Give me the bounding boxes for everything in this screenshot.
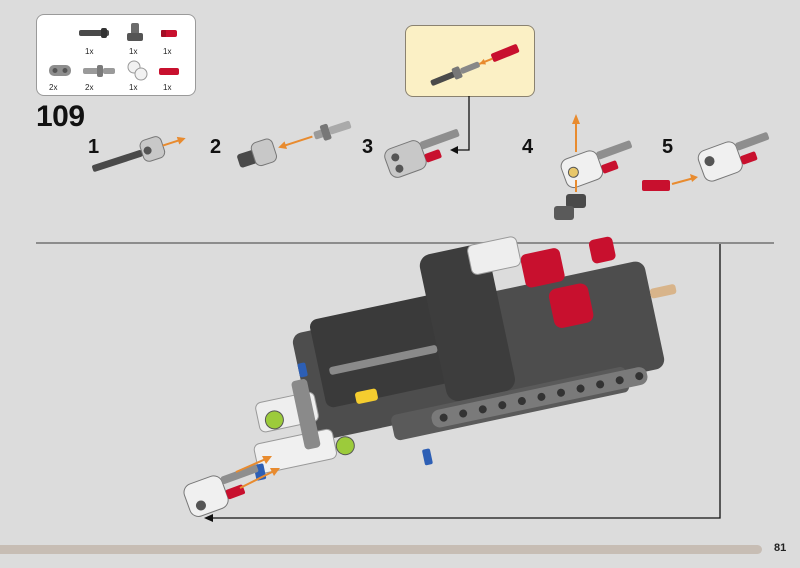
red-axle-pin-part — [159, 68, 179, 75]
parts-list-box: 1x 1x 1x 2x 2x 1x 1x — [36, 14, 196, 96]
substep-label-4: 4 — [522, 136, 534, 158]
gray-beam-part — [49, 65, 71, 76]
parts-qty: 1x — [163, 83, 172, 92]
substep-label-3: 3 — [362, 136, 374, 158]
gray-connector-part — [127, 23, 143, 41]
parts-qty: 1x — [85, 47, 94, 56]
substep-label-2: 2 — [210, 136, 222, 158]
parts-qty: 1x — [129, 83, 138, 92]
substep-label-1: 1 — [88, 136, 100, 158]
gray-pin-with-bush-part — [83, 65, 115, 77]
step-number: 109 — [36, 100, 85, 133]
parts-qty: 2x — [49, 83, 58, 92]
substep-4-illustration — [554, 114, 632, 220]
red-pin-part — [161, 30, 177, 37]
callout-illustration — [430, 44, 520, 86]
progress-bar — [0, 545, 762, 554]
parts-qty: 1x — [129, 47, 138, 56]
white-connector-part — [127, 60, 148, 81]
substep-5-illustration — [642, 132, 770, 191]
substep-label-5: 5 — [662, 136, 674, 158]
axle-with-stop-part — [79, 28, 109, 38]
substep-3-illustration — [384, 129, 460, 178]
sub-assembly-callout — [405, 25, 535, 97]
parts-qty: 2x — [85, 83, 94, 92]
substep-2-illustration — [237, 120, 352, 168]
parts-qty: 1x — [163, 47, 172, 56]
step-divider — [36, 242, 774, 244]
page-number: 81 — [774, 542, 787, 554]
substep-1-illustration — [92, 136, 186, 172]
